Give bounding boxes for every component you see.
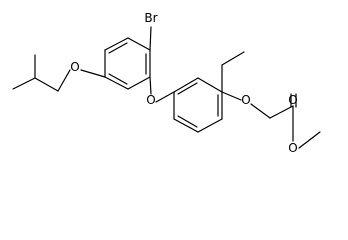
- ringA-bond-4: [104, 76, 129, 90]
- o3-ch2-bond: [250, 103, 271, 119]
- ringA-bond-6b: [108, 42, 128, 54]
- bromine-atom: Br: [144, 11, 157, 25]
- ch-me2-bond: [12, 77, 36, 90]
- ringA-bond-1: [127, 37, 151, 51]
- c-o3-bond: [221, 91, 242, 101]
- ringB-bond-4: [197, 118, 223, 133]
- o1-ch2-bond: [57, 69, 71, 92]
- ringB-bond-1: [173, 77, 199, 93]
- bonds-layer: [12, 26, 321, 149]
- ch2-ch-bond: [34, 77, 59, 92]
- ringB-bond-1b: [177, 82, 198, 95]
- methyl-end-bond: [221, 51, 245, 66]
- structure-diagram: Br O O O O O: [12, 11, 321, 155]
- ch2-c-bond: [269, 105, 294, 119]
- ringB-bond-2: [197, 77, 223, 93]
- molecule-drawing: Br O O O O O: [12, 11, 321, 155]
- ester-oxygen-atom: O: [288, 141, 297, 155]
- ringB-bond-5b: [177, 115, 198, 128]
- isobutoxy-oxygen-atom: O: [70, 60, 79, 74]
- c-br-bond: [149, 26, 152, 51]
- ringA-bond-6: [104, 37, 129, 51]
- c-o2-bond: [149, 76, 152, 95]
- ringA-bond-3: [127, 76, 151, 90]
- o5-me-bond: [298, 131, 321, 149]
- carbonyl-oxygen-atom: O: [288, 93, 297, 107]
- diaryl-ether-oxygen-atom: O: [146, 93, 155, 107]
- phenoxy-oxygen-atom: O: [241, 93, 250, 107]
- ringA-bond-4b: [108, 73, 128, 85]
- c-o1-bond: [80, 69, 106, 78]
- ringB-bond-5: [173, 118, 199, 133]
- o2-c-bond: [155, 91, 175, 103]
- atom-labels-layer: Br O O O O O: [70, 11, 297, 155]
